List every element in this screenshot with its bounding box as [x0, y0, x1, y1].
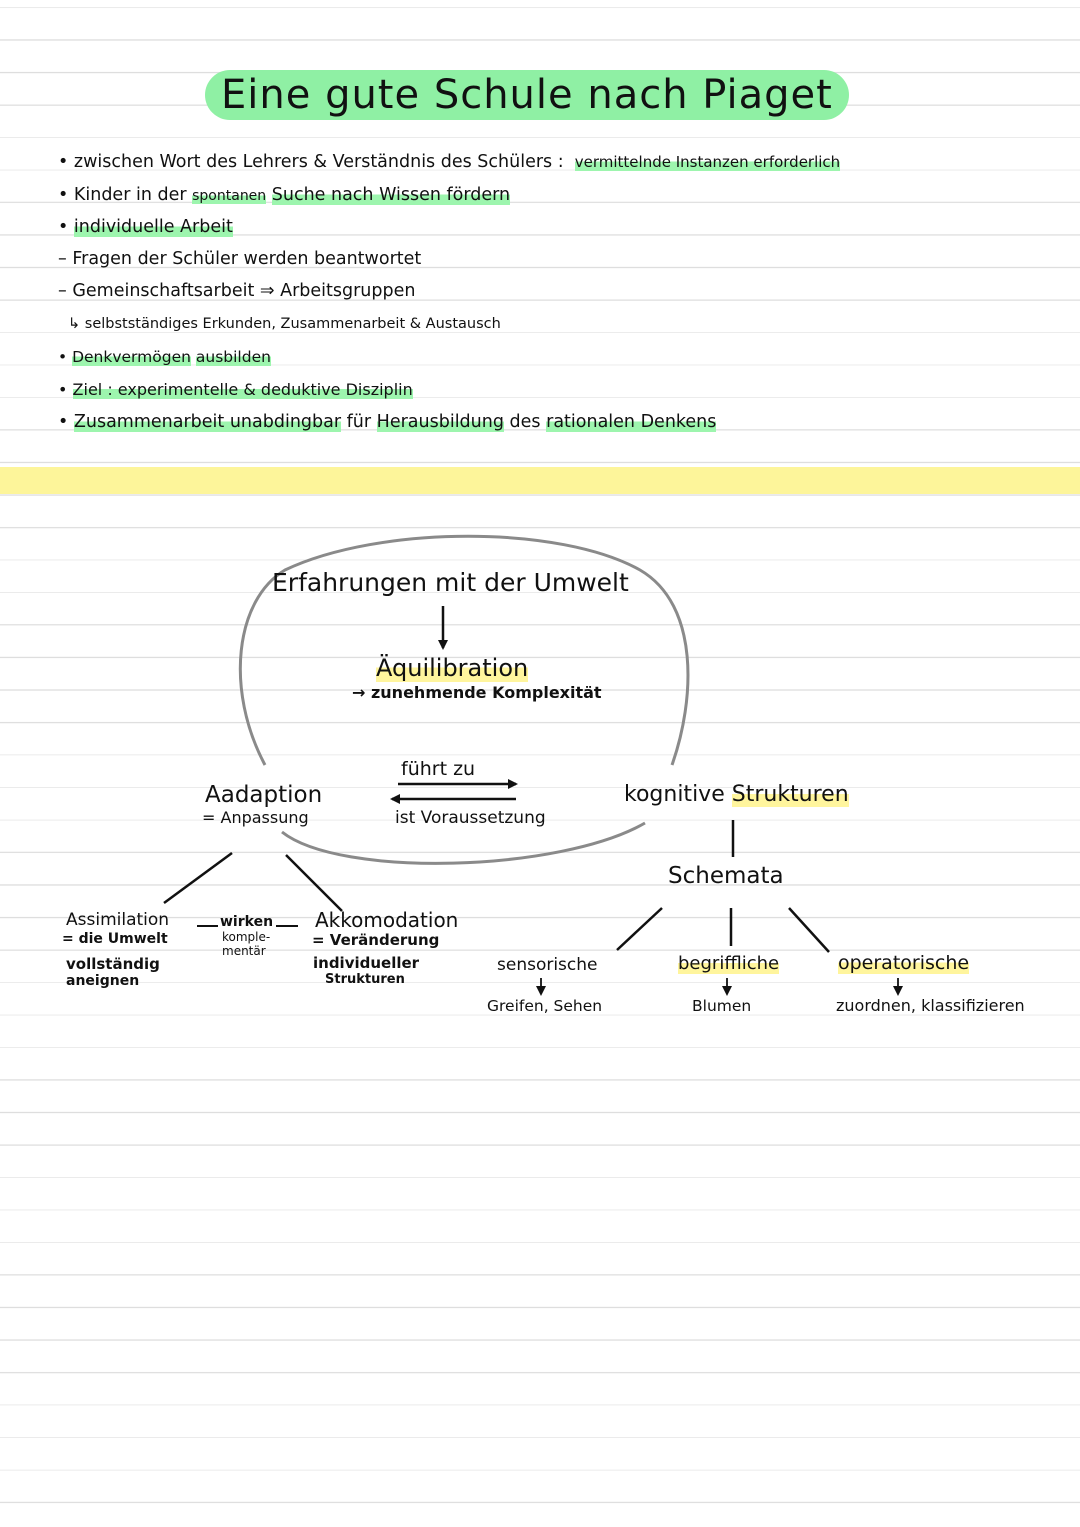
node-adaption: Aadaption	[205, 782, 323, 808]
branch-assimilation	[163, 851, 233, 905]
note-6: ↳ selbstständiges Erkunden, Zusammenarbe…	[68, 316, 501, 332]
node-akkomodation-def-3: Strukturen	[325, 972, 405, 987]
note-1: • zwischen Wort des Lehrers & Verständni…	[58, 152, 841, 172]
cycle-loop	[238, 534, 690, 766]
node-sensorische: sensorische	[497, 955, 598, 975]
node-begriffliche-label: begriffliche	[678, 953, 780, 974]
page-title: Eine gute Schule nach Piaget	[205, 70, 849, 120]
node-operatorische-label: operatorische	[838, 952, 970, 974]
node-komplexitaet: → zunehmende Komplexität	[352, 683, 602, 702]
note-2-highlight: spontanen	[192, 188, 267, 204]
node-operatorische: operatorische	[838, 952, 970, 974]
node-aequilibration-label: Äquilibration	[376, 654, 529, 682]
note-5: – Gemeinschaftsarbeit ⇒ Arbeitsgruppen	[58, 281, 416, 301]
note-2: • Kinder in der spontanen Suche nach Wis…	[58, 185, 511, 205]
label-voraussetzung: ist Voraussetzung	[395, 808, 546, 828]
node-assimilation-def-3: aneignen	[66, 973, 140, 989]
note-3: • individuelle Arbeit	[58, 217, 233, 237]
note-9-text: für	[346, 412, 372, 432]
note-7-highlight: Denkvermögen	[72, 348, 191, 366]
note-9-highlight: Zusammenarbeit unabdingbar	[73, 412, 342, 432]
note-9-text-2: des	[509, 412, 541, 432]
node-assimilation-def-1: = die Umwelt	[62, 931, 168, 947]
node-akkomodation-def-1: = Veränderung	[312, 931, 440, 949]
node-aequilibration: Äquilibration	[376, 654, 529, 682]
node-kognitive-label: kognitive	[624, 782, 725, 807]
node-mentaer: mentär	[222, 944, 266, 958]
note-9-highlight-3: rationalen Denkens	[546, 412, 717, 432]
note-6-text: selbstständiges Erkunden, Zusammenarbeit…	[84, 316, 501, 332]
node-kognitive-strukturen: kognitive Strukturen	[624, 782, 849, 807]
node-begriffliche: begriffliche	[678, 953, 780, 974]
label-fuehrt-zu: führt zu	[401, 758, 476, 780]
yellow-divider	[0, 467, 1080, 494]
node-akkomodation-def-2: individueller	[313, 954, 420, 972]
node-blumen: Blumen	[692, 997, 752, 1015]
node-strukturen-label: Strukturen	[731, 782, 849, 807]
node-assimilation-def-2: vollständig	[66, 955, 160, 973]
node-akkomodation: Akkomodation	[315, 908, 459, 932]
node-komple: komple-	[222, 930, 271, 944]
note-3-text: individuelle Arbeit	[73, 217, 233, 237]
note-4-text: Fragen der Schüler werden beantwortet	[72, 249, 422, 269]
note-1-text: zwischen Wort des Lehrers & Verständnis …	[73, 152, 564, 172]
node-greifen-sehen: Greifen, Sehen	[487, 997, 603, 1015]
note-1-highlight: vermittelnde Instanzen erforderlich	[574, 153, 841, 171]
note-7-highlight-2: ausbilden	[195, 348, 271, 366]
node-schemata: Schemata	[668, 863, 784, 889]
branch-operatorische	[788, 907, 830, 953]
note-8: • Ziel : experimentelle & deduktive Disz…	[58, 380, 413, 399]
branch-akkomodation	[285, 854, 343, 912]
node-assimilation: Assimilation	[66, 910, 170, 930]
note-4: – Fragen der Schüler werden beantwortet	[58, 249, 422, 269]
cycle-loop-bottom	[281, 821, 646, 865]
node-erfahrungen: Erfahrungen mit der Umwelt	[272, 568, 629, 597]
note-9: • Zusammenarbeit unabdingbar für Herausb…	[58, 412, 717, 432]
note-7: • Denkvermögen ausbilden	[58, 348, 271, 366]
node-zuordnen: zuordnen, klassifizieren	[836, 996, 1025, 1015]
note-5-text: Gemeinschaftsarbeit ⇒ Arbeitsgruppen	[72, 281, 416, 301]
note-2-text: Kinder in der	[73, 185, 187, 205]
note-9-highlight-2: Herausbildung	[376, 412, 504, 432]
node-wirken: wirken	[220, 914, 274, 930]
note-8-text: Ziel : experimentelle & deduktive Diszip…	[72, 380, 413, 399]
node-anpassung: = Anpassung	[202, 808, 309, 827]
branch-sensorische	[616, 907, 663, 951]
note-2-highlight-2: Suche nach Wissen fördern	[271, 185, 511, 205]
